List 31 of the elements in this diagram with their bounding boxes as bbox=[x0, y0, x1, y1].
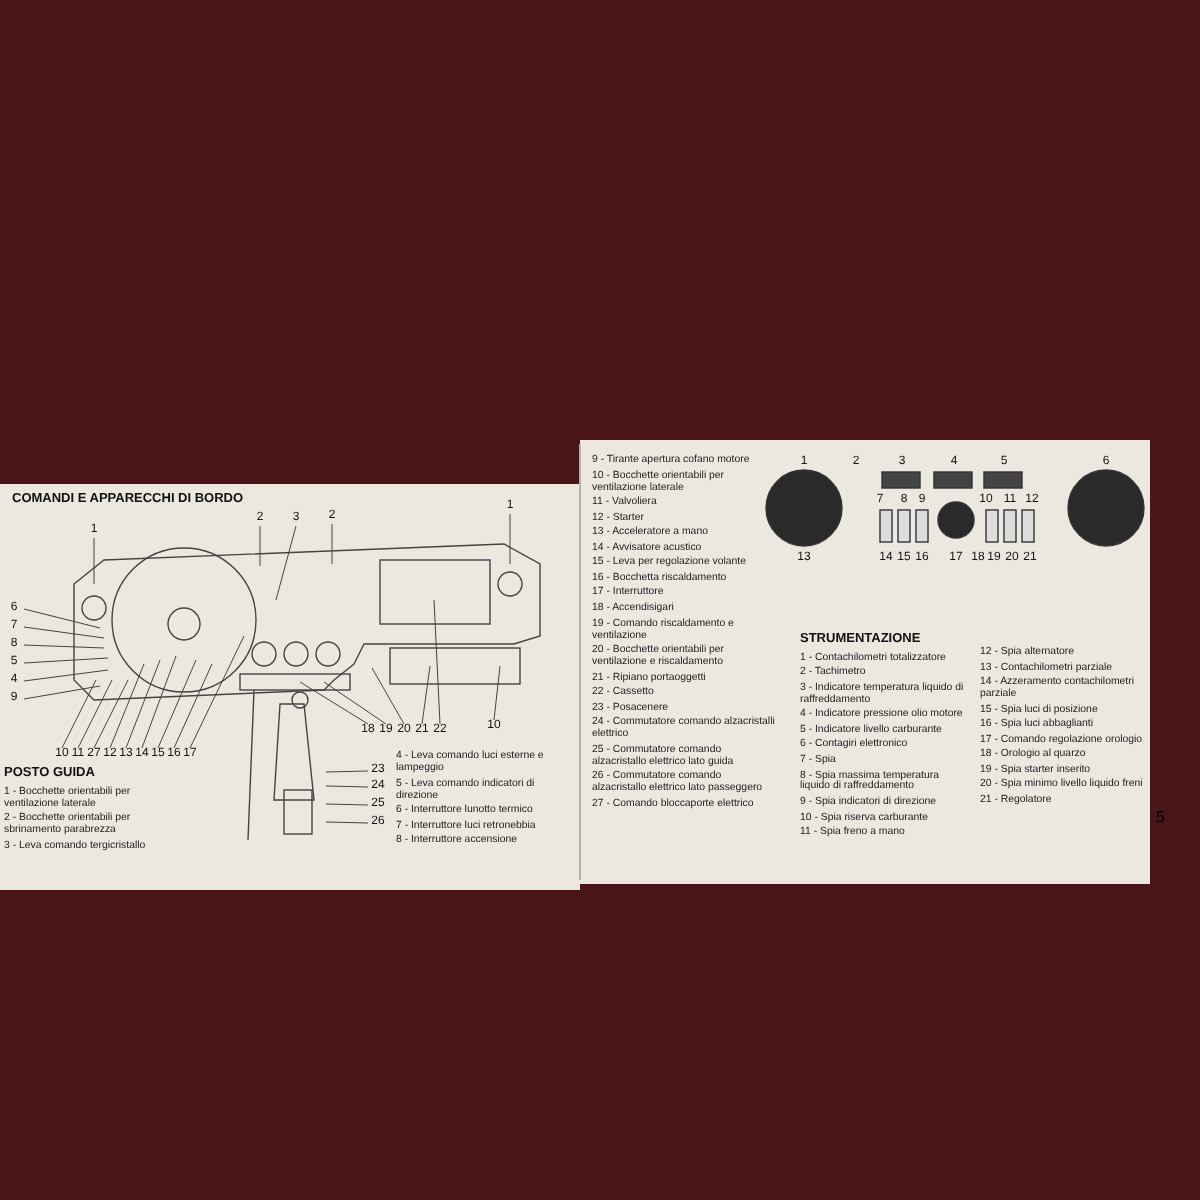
leader-line bbox=[157, 659, 197, 749]
leader-line bbox=[433, 599, 441, 725]
leader-line bbox=[323, 681, 387, 725]
leader-line bbox=[93, 537, 95, 585]
leader-line bbox=[325, 785, 369, 788]
leader-line bbox=[421, 665, 431, 725]
leader-line bbox=[493, 665, 501, 721]
leader-line bbox=[23, 644, 105, 649]
page-number: 5 bbox=[1156, 808, 1165, 826]
leader-line bbox=[371, 667, 405, 725]
leader-line bbox=[23, 669, 109, 682]
leader-line bbox=[299, 681, 369, 725]
leader-line bbox=[275, 525, 297, 601]
leader-line bbox=[125, 659, 161, 749]
leader-line bbox=[189, 635, 245, 749]
leader-line bbox=[509, 513, 511, 565]
leader-line bbox=[259, 525, 261, 567]
leader-line bbox=[325, 821, 369, 824]
leader-line bbox=[93, 679, 129, 749]
leader-line bbox=[141, 655, 177, 749]
leader-line bbox=[23, 657, 109, 664]
leader-line bbox=[23, 608, 101, 629]
leader-line bbox=[77, 679, 113, 749]
leader-line bbox=[331, 523, 333, 565]
leader-line bbox=[325, 803, 369, 806]
leader-line bbox=[173, 663, 213, 749]
leader-line bbox=[61, 679, 97, 749]
leader-line bbox=[23, 626, 105, 639]
leader-line bbox=[325, 770, 369, 773]
leader-line bbox=[23, 685, 101, 700]
leader-line bbox=[109, 663, 145, 749]
